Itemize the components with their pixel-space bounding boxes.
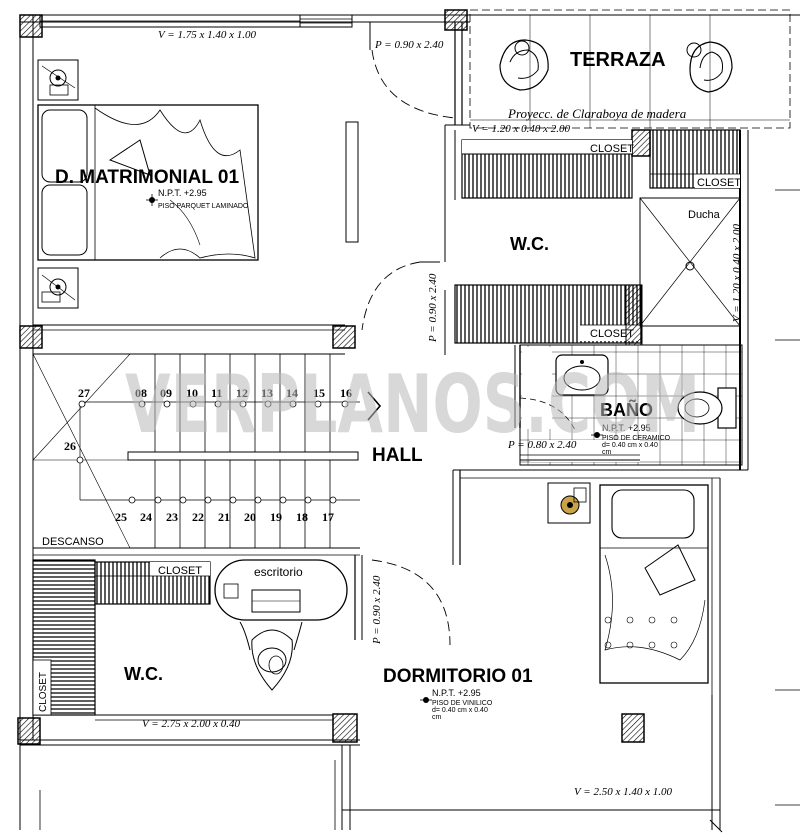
shower-area: Ducha V = 1.20 x 0.40 x 2.00 [639, 197, 743, 327]
floor-finish-1: PISO PARQUET LAMINADO [158, 203, 249, 210]
stair-treads [154, 354, 331, 548]
landing-label: DESCANSO [42, 536, 104, 548]
watermark: VERPLANOS.COM [125, 358, 700, 451]
step-number: 09 [160, 386, 172, 400]
door-hall-dim: P = 0.90 x 2.40 [427, 273, 439, 343]
npt-label-3: N.P.T. +2.95 [432, 688, 481, 698]
closet-label-4: CLOSET [158, 565, 202, 577]
step-number: 18 [296, 510, 308, 524]
sink [555, 354, 609, 396]
step-number: 15 [313, 386, 325, 400]
door-top-dim: P = 0.90 x 2.40 [374, 39, 444, 51]
window-top [39, 14, 353, 28]
step-number: 21 [218, 510, 230, 524]
bathroom-label: BAÑO [600, 399, 653, 420]
step-number: 27 [78, 386, 90, 400]
door-top: P = 0.90 x 2.40 [369, 22, 463, 125]
step-number: 14 [286, 386, 298, 400]
wc-top-area: CLOSET CLOSET CLOSET W.C. V = 1.20 x 0.4… [444, 123, 741, 355]
step-number: 25 [115, 510, 127, 524]
double-bed [37, 104, 259, 261]
wc-bottom-area: CLOSET CLOSET W.C. V = 2.75 x 2.00 x 0.4… [32, 555, 363, 730]
step-number: 26 [64, 439, 76, 453]
bathroom-area: BAÑO N.P.T. +2.95 PISO DE CERAMICO d= 0.… [507, 344, 743, 466]
window-terrace-dim: V = 1.20 x 0.40 x 2.00 [472, 123, 570, 135]
single-bed [599, 484, 709, 684]
skylight-label: Proyecc. de Claraboya de madera [507, 106, 687, 121]
wc-bottom-label: W.C. [124, 664, 163, 684]
desk-label: escritorio [254, 565, 303, 579]
stair-nodes [76, 400, 349, 504]
desk: escritorio [214, 559, 348, 621]
step-number: 24 [140, 510, 152, 524]
terrace-chair-right [686, 41, 733, 93]
closet-label-3: CLOSET [590, 328, 634, 340]
door-bedroom-dim: P = 0.90 x 2.40 [371, 575, 383, 645]
bedroom-01-label: DORMITORIO 01 [383, 666, 533, 687]
terrace-area: TERRAZA Proyecc. de Claraboya de madera [469, 9, 791, 129]
window-bottom-dim: V = 2.50 x 1.40 x 1.00 [574, 786, 672, 798]
window-wc-dim: V = 2.75 x 2.00 x 0.40 [142, 718, 240, 730]
bedside-lamp [547, 482, 591, 524]
step-number: 23 [166, 510, 178, 524]
master-bedroom: D. MATRIMONIAL 01 N.P.T. +2.95 PISO PARQ… [33, 29, 359, 331]
floor-finish-2b: d= 0.40 cm x 0.40 [602, 442, 658, 449]
step-number: 17 [322, 510, 334, 524]
door-hall: P = 0.90 x 2.40 [361, 261, 440, 343]
master-bedroom-label: D. MATRIMONIAL 01 [55, 167, 239, 188]
step-number: 22 [192, 510, 204, 524]
step-number: 12 [236, 386, 248, 400]
closet-label-2: CLOSET [697, 177, 741, 189]
npt-label-1: N.P.T. +2.95 [158, 188, 207, 198]
dimension-ticks [39, 189, 800, 833]
closet-label-1: CLOSET [590, 143, 634, 155]
step-number: 08 [135, 386, 147, 400]
floor-finish-2a: PISO DE CERAMICO [602, 435, 671, 442]
door-bath-dim: P = 0.80 x 2.40 [507, 439, 577, 451]
window-shower-dim: V = 1.20 x 0.40 x 2.00 [731, 224, 743, 322]
staircase: 27 08 09 10 11 12 13 14 15 16 26 25 24 2… [32, 353, 382, 556]
person-at-desk [239, 621, 303, 691]
terrace-label: TERRAZA [570, 49, 666, 71]
step-number: 20 [244, 510, 256, 524]
hall-label: HALL [372, 445, 423, 466]
floor-finish-3a: PISO DE VINILICO [432, 700, 493, 707]
terrace-chair-left [499, 39, 549, 91]
floor-finish-2c: cm [602, 449, 612, 456]
window-top-dim: V = 1.75 x 1.40 x 1.00 [158, 29, 256, 41]
wc-top-label: W.C. [510, 234, 549, 254]
npt-label-2: N.P.T. +2.95 [602, 423, 651, 433]
step-number: 11 [211, 386, 222, 400]
closet-label-5: CLOSET [38, 672, 49, 712]
bedroom-01: DORMITORIO 01 N.P.T. +2.95 PISO DE VINIL… [371, 469, 748, 798]
step-number: 16 [340, 386, 352, 400]
shower-label: Ducha [688, 209, 721, 221]
floor-finish-3b: d= 0.40 cm x 0.40 [432, 707, 488, 714]
nightstand-top [37, 59, 79, 101]
step-number: 10 [186, 386, 198, 400]
step-number: 19 [270, 510, 282, 524]
toilet [677, 387, 737, 429]
nightstand-bottom [37, 267, 79, 309]
step-number: 13 [261, 386, 273, 400]
floor-finish-3c: cm [432, 714, 442, 721]
